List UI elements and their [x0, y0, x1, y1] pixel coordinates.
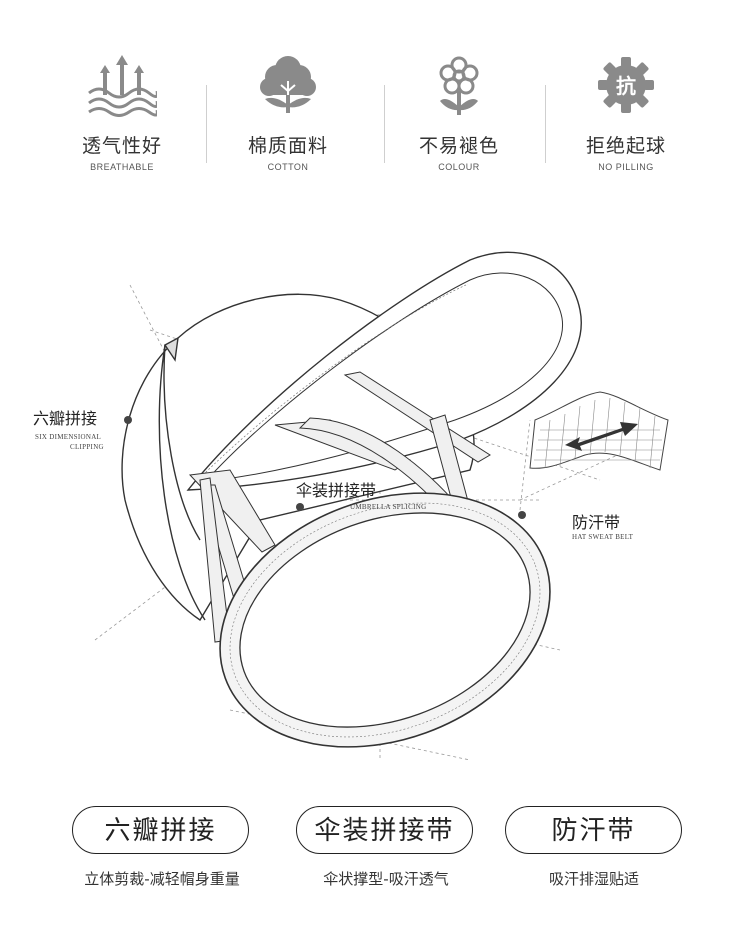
six-panel-en-line2: CLIPPING [70, 443, 104, 451]
gear-label: 抗 [616, 74, 636, 98]
umbrella-pill: 伞装拼接带 [296, 806, 473, 854]
breathable-arrows-icon [88, 55, 157, 117]
sweat-band [219, 492, 551, 748]
divider [206, 85, 207, 163]
feature-en: BREATHABLE [90, 162, 154, 172]
umbrella-marker [296, 503, 304, 511]
feature-en: COTTON [267, 162, 309, 172]
six-panel-marker [124, 416, 132, 424]
flower-icon [439, 56, 479, 115]
feature-no-pilling: 抗 拒绝起球 NO PILLING [551, 55, 701, 172]
sweat-belt-pill: 防汗带 [505, 806, 682, 854]
feature-colour: 不易褪色 COLOUR [384, 55, 534, 172]
feature-en: COLOUR [438, 162, 480, 172]
fabric-swatch [529, 391, 669, 471]
six-panel-en-line1: SIX DIMENSIONAL [35, 433, 102, 441]
sweat-belt-label: 防汗带 [572, 513, 621, 532]
divider [545, 85, 546, 163]
cotton-plant-icon [260, 56, 316, 113]
umbrella-en: UMBRELLA SPLICING [350, 503, 427, 511]
six-panel-pill: 六瓣拼接 [72, 806, 249, 854]
umbrella-caption: 伞状撑型-吸汗透气 [323, 870, 449, 888]
anti-pilling-gear-icon: 抗 [598, 57, 654, 113]
cap-brim [186, 251, 582, 491]
feature-breathable: 透气性好 BREATHABLE [47, 55, 197, 172]
feature-en: NO PILLING [598, 162, 654, 172]
feature-cotton: 棉质面料 COTTON [213, 55, 363, 172]
feature-row: 透气性好 BREATHABLE 棉质面料 COTTON [0, 55, 750, 185]
feature-zh: 透气性好 [81, 135, 162, 157]
six-panel-label: 六瓣拼接 [33, 409, 98, 428]
umbrella-label: 伞装拼接带 [296, 481, 377, 500]
feature-zh: 不易褪色 [418, 135, 499, 157]
sweat-belt-marker [518, 511, 526, 519]
divider [384, 85, 385, 163]
six-panel-caption: 立体剪裁-减轻帽身重量 [84, 870, 240, 888]
feature-zh: 拒绝起球 [585, 135, 666, 157]
sweat-belt-caption: 吸汗排湿贴适 [548, 870, 639, 888]
feature-zh: 棉质面料 [247, 135, 328, 157]
double-arrow-icon [565, 422, 638, 451]
cap-structure-diagram [94, 251, 669, 761]
sweat-belt-en: HAT SWEAT BELT [572, 533, 634, 541]
